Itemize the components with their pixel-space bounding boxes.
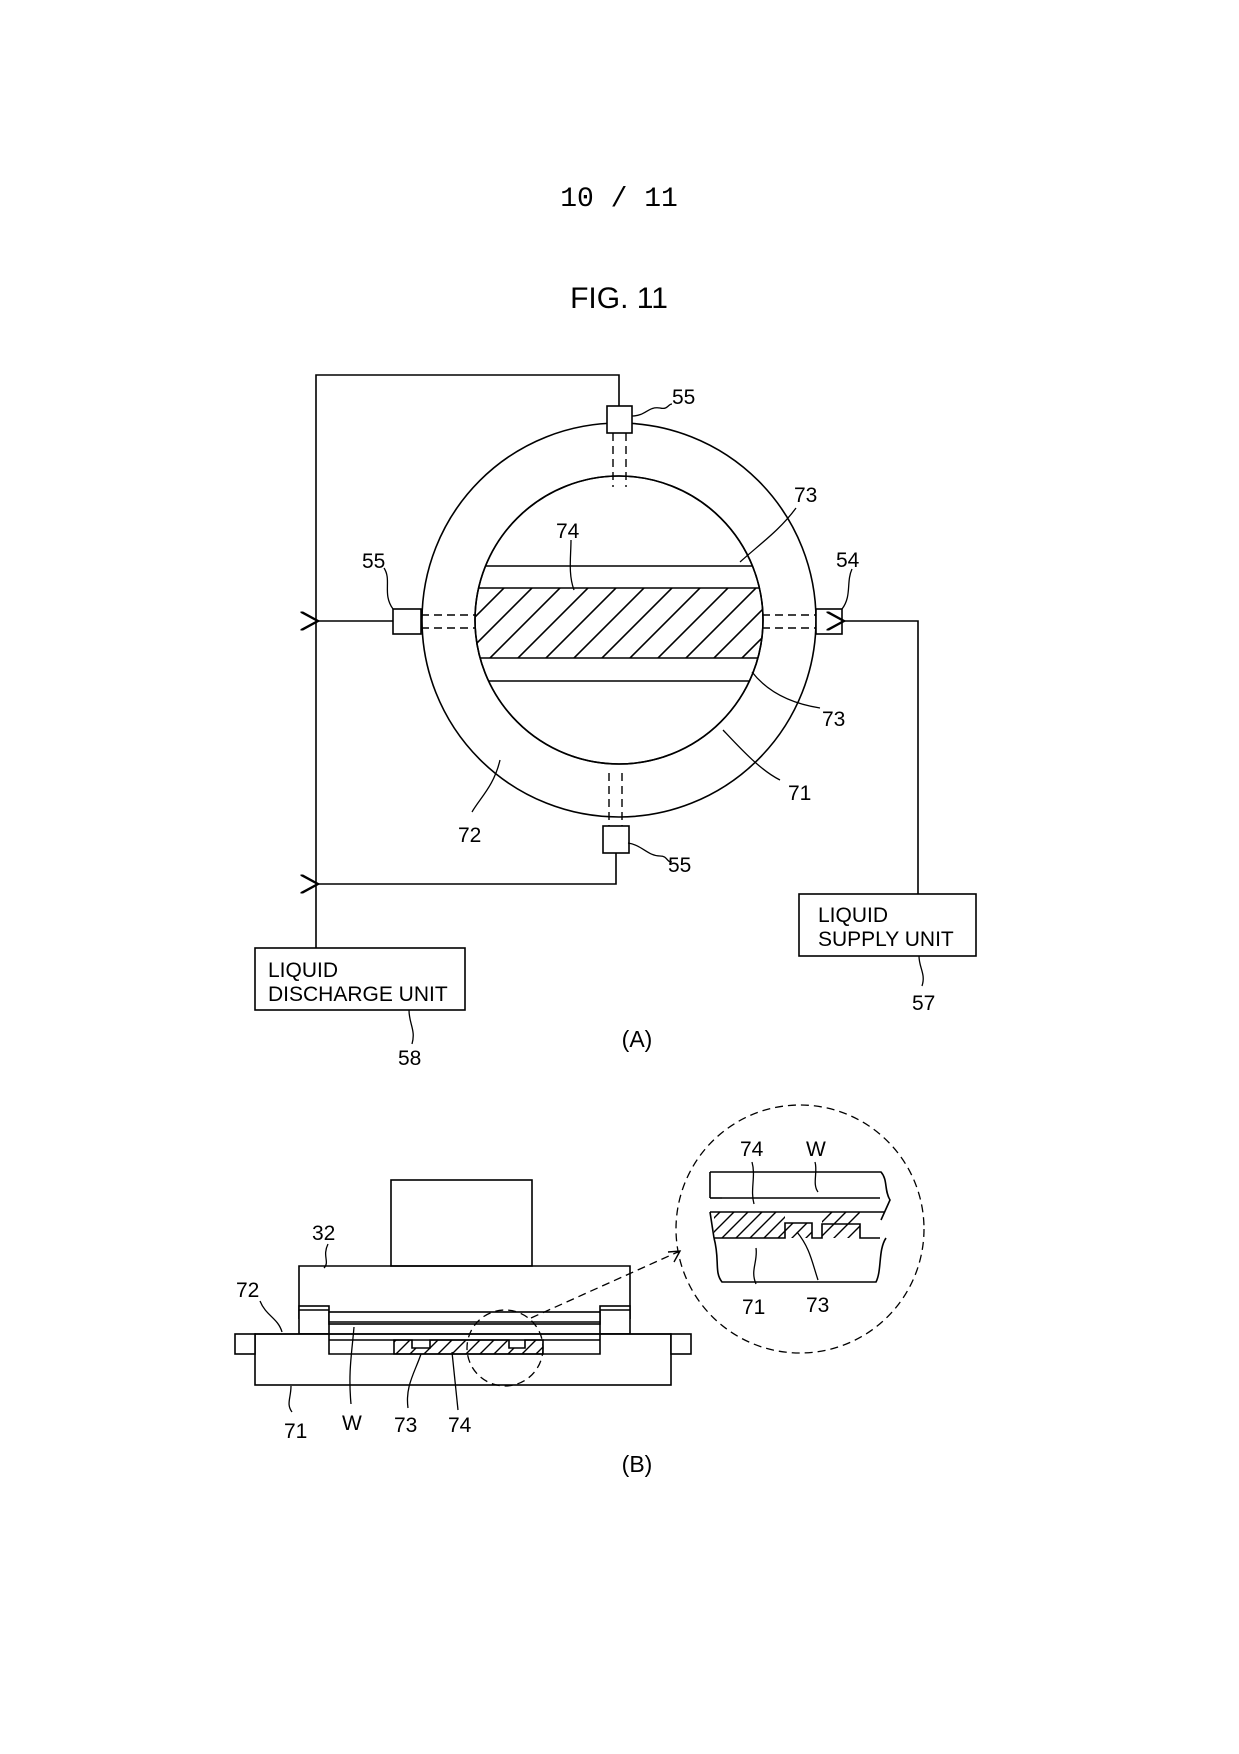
panel-a-top-view — [254, 374, 977, 1045]
detail-ref-71: 71 — [742, 1296, 765, 1319]
discharge-unit-line2: DISCHARGE UNIT — [268, 983, 448, 1006]
port-55-top — [606, 405, 633, 434]
detail-ref-73: 73 — [806, 1294, 829, 1317]
detail-ref-74: 74 — [740, 1138, 764, 1161]
port-54-right — [815, 608, 843, 635]
panel-a-caption: (A) — [622, 1026, 653, 1052]
liquid-discharge-unit-box — [254, 947, 466, 1011]
carrier-32 — [298, 1265, 631, 1319]
ref-55-left: 55 — [362, 550, 385, 573]
port-55-left — [392, 608, 422, 635]
panel-b-labels: 32 72 71 W 73 74 74 W 71 73 (B) — [236, 1138, 829, 1477]
upper-block — [390, 1179, 533, 1267]
detail-view — [675, 1104, 925, 1354]
ref-32: 32 — [312, 1222, 335, 1245]
panel-b-side-view — [234, 1179, 692, 1413]
ref-72: 72 — [458, 824, 481, 847]
detail-marker-circle — [466, 1309, 544, 1387]
figure-title: FIG. 11 — [570, 282, 668, 315]
liquid-supply-unit-box — [798, 893, 977, 957]
ref-73-top: 73 — [794, 484, 817, 507]
detail-hatched-74 — [714, 1212, 860, 1238]
panel-b-caption: (B) — [622, 1451, 653, 1477]
supply-unit-line2: SUPPLY UNIT — [818, 928, 954, 951]
supply-unit-line1: LIQUID — [818, 904, 888, 927]
ref-74: 74 — [556, 520, 580, 543]
detail-circle — [675, 1104, 925, 1354]
panel-a-labels: 55 55 54 73 74 73 71 72 55 LIQUID SUPPLY… — [268, 386, 954, 1070]
ref-55-top: 55 — [672, 386, 695, 409]
ref-71-b: 71 — [284, 1420, 307, 1443]
discharge-line-main — [315, 374, 620, 948]
detail-ref-W: W — [806, 1138, 826, 1161]
ref-73-bottom: 73 — [822, 708, 845, 731]
port-55-bottom — [602, 825, 630, 854]
page-number: 10 / 11 — [560, 184, 678, 215]
ref-57: 57 — [912, 992, 935, 1015]
ref-55-bottom: 55 — [668, 854, 691, 877]
ref-W-b: W — [342, 1412, 362, 1435]
ref-73-b: 73 — [394, 1414, 417, 1437]
supply-line — [844, 621, 919, 894]
ref-74-b: 74 — [448, 1414, 472, 1437]
hatched-band-74 — [475, 588, 763, 658]
ref-54: 54 — [836, 549, 860, 572]
ref-71: 71 — [788, 782, 811, 805]
detail-arrow — [530, 1250, 681, 1319]
ref-58: 58 — [398, 1047, 421, 1070]
ref-72-b: 72 — [236, 1279, 259, 1302]
discharge-line-bottom — [318, 853, 617, 884]
discharge-unit-line1: LIQUID — [268, 959, 338, 982]
